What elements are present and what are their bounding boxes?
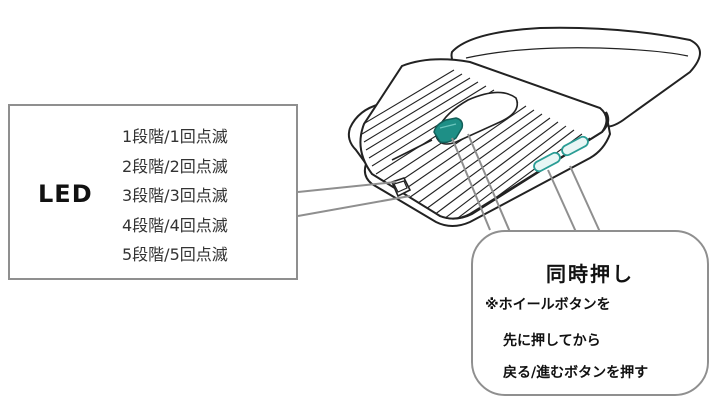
press-instruction-line: 先に押してから	[503, 333, 601, 349]
mouse-top-surface	[359, 58, 608, 220]
forward-button	[561, 135, 589, 157]
led-level-item: 1段階/1回点滅	[122, 127, 228, 146]
back-button	[533, 151, 561, 173]
press-leader-lines	[451, 133, 601, 233]
led-callout-box: LED 1段階/1回点滅 2段階/2回点滅 3段階/3回点滅 4段階/4回点滅 …	[8, 104, 298, 280]
press-instruction-line: 戻る/進むボタンを押す	[503, 365, 649, 381]
led-level-item: 5段階/5回点滅	[122, 245, 228, 264]
led-label: LED	[38, 180, 93, 208]
scroll-wheel-icon	[433, 117, 464, 144]
led-level-list: 1段階/1回点滅 2段階/2回点滅 3段階/3回点滅 4段階/4回点滅 5段階/…	[122, 122, 228, 270]
led-level-item: 3段階/3回点滅	[122, 186, 228, 205]
led-level-item: 2段階/2回点滅	[122, 156, 228, 176]
led-indicator-icon	[390, 177, 412, 198]
side-buttons	[533, 135, 589, 173]
led-level-item: 4段階/4回点滅	[122, 215, 228, 235]
led-leader-lines	[297, 181, 411, 217]
simultaneous-press-title: 同時押し	[546, 262, 634, 286]
simultaneous-press-callout: 同時押し ※ホイールボタンを 先に押してから 戻る/進むボタンを押す	[471, 230, 709, 396]
press-instruction-line: ※ホイールボタンを	[485, 297, 611, 313]
